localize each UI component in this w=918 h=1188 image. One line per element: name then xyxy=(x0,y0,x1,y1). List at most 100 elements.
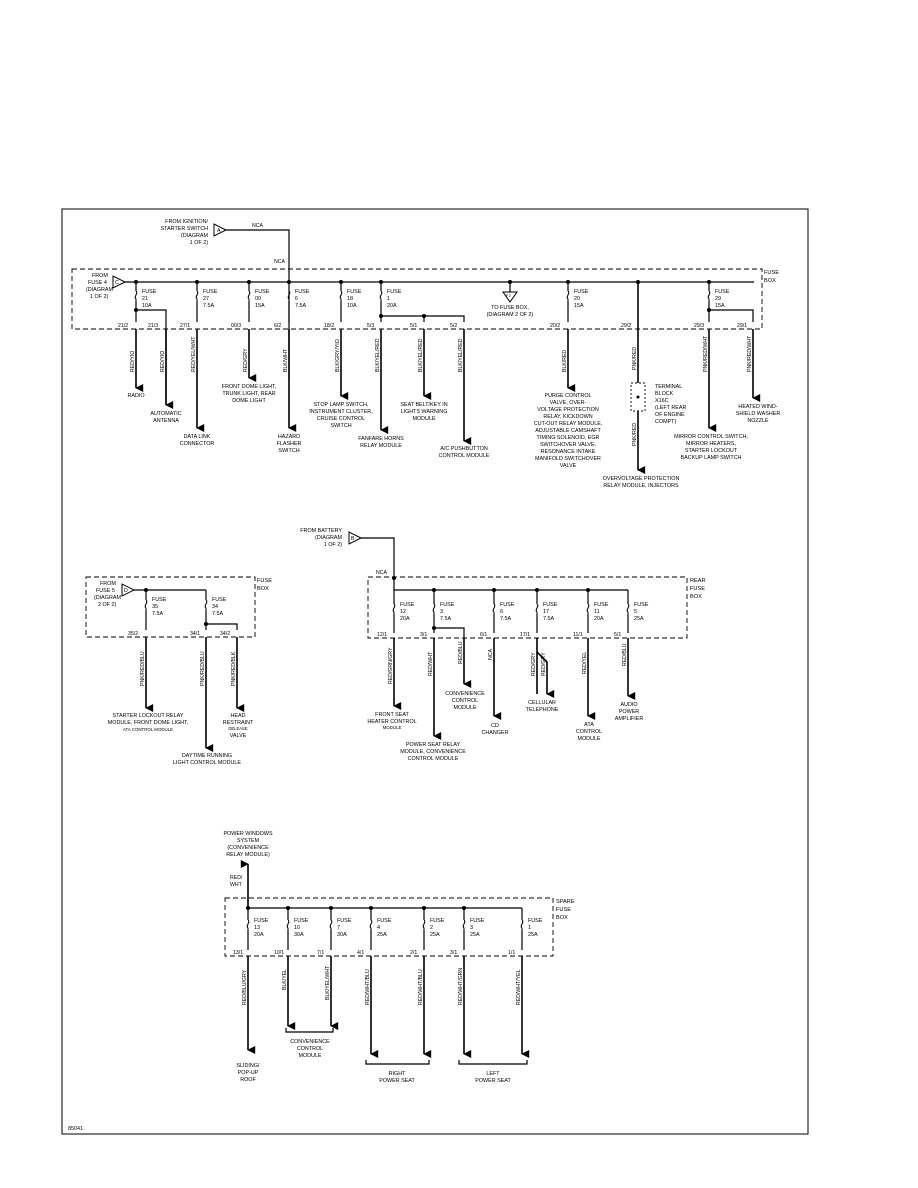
svg-text:RELAY MODULE): RELAY MODULE) xyxy=(226,852,270,858)
svg-text:MODULE: MODULE xyxy=(453,705,476,711)
svg-text:FUSE: FUSE xyxy=(690,586,705,592)
load-dome-3: DOME LIGHT xyxy=(232,398,266,404)
load-fanfare-2: RELAY MODULE xyxy=(360,443,402,449)
svg-text:34/1: 34/1 xyxy=(190,631,200,637)
svg-text:RED/BLU/GRY: RED/BLU/GRY xyxy=(242,969,248,1005)
load-antenna-1: AUTOMATIC xyxy=(150,411,181,417)
terminal-20-2: 20/2 xyxy=(550,323,560,329)
from-fuse4-line3: (DIAGRAM xyxy=(86,287,113,293)
svg-text:7.5A: 7.5A xyxy=(203,303,214,309)
wire-code-5-3: BLK/YEL/RED xyxy=(375,338,381,372)
ignition-wire-code-side: NCA xyxy=(274,259,285,265)
svg-text:NCA: NCA xyxy=(488,649,494,660)
svg-text:25A: 25A xyxy=(430,932,440,938)
svg-text:AUDIO: AUDIO xyxy=(620,702,637,708)
svg-text:POWER WINDOWS: POWER WINDOWS xyxy=(223,831,273,837)
fuse-box-rear: FROM BATTERY (DIAGRAM 1 OF 2) B NCA REAR… xyxy=(300,528,705,762)
svg-text:DELEASE: DELEASE xyxy=(228,726,248,731)
svg-text:TIMING SOLENOID, EGR: TIMING SOLENOID, EGR xyxy=(537,435,600,441)
svg-text:LEFT: LEFT xyxy=(486,1071,500,1077)
svg-text:FUSE 5: FUSE 5 xyxy=(96,588,115,594)
svg-text:VALVE, OVER-: VALVE, OVER- xyxy=(550,400,587,406)
svg-text:13: 13 xyxy=(254,925,260,931)
svg-text:3: 3 xyxy=(440,609,443,615)
svg-text:4/1: 4/1 xyxy=(357,950,364,956)
wire-code-20-2: BLK/RED xyxy=(562,350,568,372)
load-ac-2: CONTROL MODULE xyxy=(439,453,490,459)
terminal-5-1: 5/1 xyxy=(410,323,417,329)
svg-text:27: 27 xyxy=(203,296,209,302)
ignition-connector-icon xyxy=(213,223,228,237)
svg-text:WHT: WHT xyxy=(230,882,243,888)
svg-text:7: 7 xyxy=(337,925,340,931)
svg-text:POWER SEAT: POWER SEAT xyxy=(475,1078,511,1084)
load-antenna-2: ANTENNA xyxy=(153,418,179,424)
svg-text:FUSE: FUSE xyxy=(377,918,392,924)
wire-code-29-2-lower: PNK/RED xyxy=(632,423,638,446)
svg-text:FUSE: FUSE xyxy=(255,289,270,295)
svg-text:HEAD: HEAD xyxy=(231,713,246,719)
svg-text:SYSTEM: SYSTEM xyxy=(237,838,260,844)
svg-text:RIGHT: RIGHT xyxy=(389,1071,406,1077)
svg-text:FUSE: FUSE xyxy=(470,918,485,924)
svg-text:REAR: REAR xyxy=(690,578,706,584)
svg-text:RESTRAINT: RESTRAINT xyxy=(223,720,254,726)
svg-text:VOLTAGE PROTECTION: VOLTAGE PROTECTION xyxy=(537,407,599,413)
svg-text:POP-UP: POP-UP xyxy=(238,1070,259,1076)
svg-text:7/1: 7/1 xyxy=(317,950,324,956)
svg-text:FROM BATTERY: FROM BATTERY xyxy=(300,528,342,534)
svg-text:21: 21 xyxy=(142,296,148,302)
svg-text:13/1: 13/1 xyxy=(233,950,243,956)
svg-text:15A: 15A xyxy=(715,303,725,309)
svg-text:3/1: 3/1 xyxy=(450,950,457,956)
svg-text:3: 3 xyxy=(470,925,473,931)
terminal-00-3: 00/3 xyxy=(231,323,241,329)
fuse-6: FUSE 6 7.5A xyxy=(287,289,310,322)
svg-text:(CONVENIENCE: (CONVENIENCE xyxy=(227,845,269,851)
from-fuse4-line1: FROM xyxy=(92,273,108,279)
svg-text:FUSE: FUSE xyxy=(715,289,730,295)
svg-text:CONVENIENCE: CONVENIENCE xyxy=(445,691,485,697)
terminal-block-line4: (LEFT REAR xyxy=(655,405,686,411)
svg-text:10/1: 10/1 xyxy=(274,950,284,956)
svg-text:FUSE: FUSE xyxy=(634,602,649,608)
svg-text:B: B xyxy=(351,536,355,542)
svg-text:4: 4 xyxy=(377,925,380,931)
svg-text:PNK/RED/BLU: PNK/RED/BLU xyxy=(200,651,206,686)
svg-text:FROM: FROM xyxy=(100,581,116,587)
svg-text:RESONANCE INTAKE: RESONANCE INTAKE xyxy=(541,449,596,455)
svg-text:CHANGER: CHANGER xyxy=(482,730,509,736)
svg-text:11/1: 11/1 xyxy=(573,632,583,638)
svg-text:RELAY, KICKDOWN: RELAY, KICKDOWN xyxy=(543,414,592,420)
terminal-29-1: 29/1 xyxy=(737,323,747,329)
load-datalink-2: CONNECTOR xyxy=(180,441,215,447)
svg-text:25A: 25A xyxy=(528,932,538,938)
from-fuse5-connector-icon xyxy=(121,583,136,597)
svg-text:15A: 15A xyxy=(574,303,584,309)
svg-text:FUSE: FUSE xyxy=(500,602,515,608)
svg-text:FUSE: FUSE xyxy=(347,289,362,295)
wire-code-29-2: PNK/RED xyxy=(632,347,638,370)
svg-text:CELLULAR: CELLULAR xyxy=(528,700,556,706)
fuse-00: FUSE 00 15A xyxy=(247,282,270,322)
load-datalink-1: DATA LINK xyxy=(184,434,211,440)
svg-text:AMPLIFIER: AMPLIFIER xyxy=(615,716,644,722)
wire-code-5-2: BLK/YEL/RED xyxy=(458,338,464,372)
svg-text:RED/WHT/BLU: RED/WHT/BLU xyxy=(365,969,371,1005)
svg-text:FUSE: FUSE xyxy=(440,602,455,608)
svg-text:34/2: 34/2 xyxy=(220,631,230,637)
svg-text:PNK/RED/BLU: PNK/RED/BLU xyxy=(140,651,146,686)
svg-text:20A: 20A xyxy=(254,932,264,938)
svg-text:34: 34 xyxy=(212,604,218,610)
svg-text:CONTROL: CONTROL xyxy=(452,698,478,704)
svg-text:FUSE: FUSE xyxy=(528,918,543,924)
svg-text:FUSE: FUSE xyxy=(294,918,309,924)
svg-text:ADJUSTABLE CAMSHAFT: ADJUSTABLE CAMSHAFT xyxy=(535,428,601,434)
fuse-box-spare: POWER WINDOWS SYSTEM (CONVENIENCE RELAY … xyxy=(223,831,574,1084)
svg-text:12/1: 12/1 xyxy=(377,632,387,638)
terminal-29-2: 29/2 xyxy=(621,323,631,329)
load-purge: PURGE CONTROL VALVE, OVER- VOLTAGE PROTE… xyxy=(534,393,603,469)
load-seatbelt-3: MODULE xyxy=(412,416,435,422)
svg-text:FUSE: FUSE xyxy=(337,918,352,924)
terminal-21-2: 21/2 xyxy=(118,323,128,329)
